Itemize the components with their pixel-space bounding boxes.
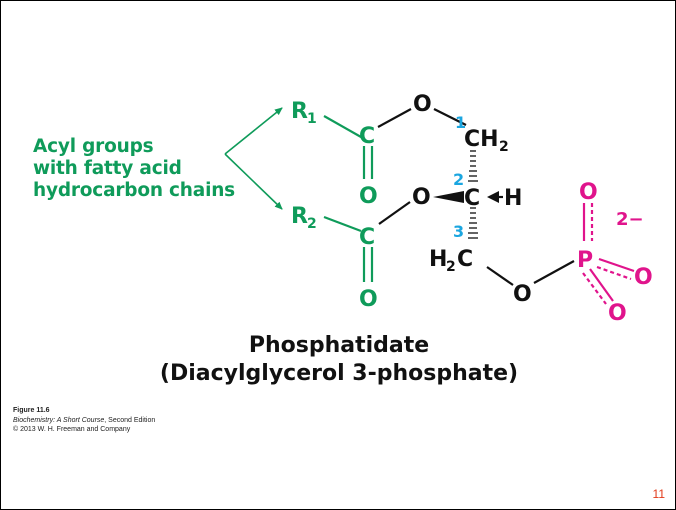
figure-caption: Figure 11.6 Biochemistry: A Short Course… (13, 406, 155, 435)
wedge-bond-c-h (487, 191, 499, 203)
page-subtitle: (Diacylglycerol 3-phosphate) (159, 361, 519, 386)
page-title: Phosphatidate (248, 333, 430, 358)
atom-r2-subscript: 2 (307, 216, 317, 232)
atom-phosphate-oxygen-right: O (634, 265, 653, 290)
phosphate-bonds (582, 203, 635, 305)
bond-h2c-o (486, 266, 514, 286)
acyl-atoms: R 1 C O R 2 C O (291, 99, 378, 312)
book-title: Biochemistry: A Short Course (13, 416, 105, 424)
position-number-2: 2 (453, 170, 464, 189)
pointer-arrows (224, 107, 283, 210)
phosphatidate-structure: R 1 C O R 2 C O O CH 2 O C H H 2 C O O P… (224, 92, 653, 321)
atom-carbonyl-oxygen-1: O (359, 184, 378, 209)
atom-hydrogen: H (504, 186, 522, 211)
phosphate-atoms: O P O O 2− (577, 180, 653, 321)
book-citation: Biochemistry: A Short Course, Second Edi… (13, 416, 155, 426)
bond-p-o-bottom-dashed (582, 272, 607, 305)
bond-r2-c2 (323, 215, 362, 233)
atom-ch2-subscript: 2 (499, 139, 509, 155)
glycerol-atoms: O CH 2 O C H H 2 C O (412, 92, 532, 307)
atom-ch2-top: CH (464, 127, 499, 152)
atom-ester-oxygen-1: O (413, 92, 432, 117)
wedge-bond-o-c (433, 191, 464, 203)
arrow-to-r1 (224, 107, 283, 155)
atom-r2: R (291, 204, 308, 229)
position-number-1: 1 (455, 113, 466, 132)
bond-p-o-right-dashed (596, 265, 632, 281)
acyl-label-line-3: hydrocarbon chains (33, 180, 235, 201)
position-number-3: 3 (453, 222, 464, 241)
position-numbers: 1 2 3 (453, 113, 466, 241)
atom-ester-oxygen-2: O (412, 185, 431, 210)
acyl-label-line-2: with fatty acid (33, 158, 182, 179)
phosphate-charge: 2− (616, 209, 644, 230)
atom-phosphate-oxygen-top: O (579, 180, 598, 205)
atom-h2c-c: C (457, 247, 473, 272)
arrow-to-r2 (224, 153, 283, 210)
atom-phosphate-oxygen-bottom: O (608, 301, 627, 321)
atom-carbon-2: C (359, 225, 375, 250)
figure-number: Figure 11.6 (13, 407, 50, 414)
hashed-bonds (468, 150, 478, 239)
atom-central-carbon: C (464, 186, 480, 211)
atom-phosphate-oxygen-link: O (513, 282, 532, 307)
bond-ester-o-ch2 (433, 108, 467, 126)
atom-h2c-subscript: 2 (446, 259, 456, 275)
acyl-groups-label: Acyl groups with fatty acid hydrocarbon … (33, 136, 235, 202)
atom-r1-subscript: 1 (307, 111, 317, 127)
bond-p-o-right-solid (598, 257, 635, 273)
glycerol-bonds (377, 108, 575, 286)
bond-c2-ester-o (378, 201, 411, 225)
acyl-label-line-1: Acyl groups (33, 136, 154, 157)
bond-r1-c1 (323, 115, 362, 138)
bond-c1-ester-o (377, 108, 412, 128)
bond-p-o-bottom-solid (589, 268, 614, 302)
acyl-bonds (323, 115, 374, 282)
bond-o-p (533, 260, 575, 284)
atom-r1: R (291, 99, 308, 124)
atom-carbonyl-oxygen-2: O (359, 287, 378, 312)
page-number: 11 (652, 487, 665, 501)
atom-carbon-1: C (359, 124, 375, 149)
atom-phosphorus: P (577, 248, 593, 273)
book-edition: , Second Edition (104, 416, 156, 424)
atom-h2c-h: H (429, 247, 447, 272)
copyright: © 2013 W. H. Freeman and Company (13, 426, 131, 433)
